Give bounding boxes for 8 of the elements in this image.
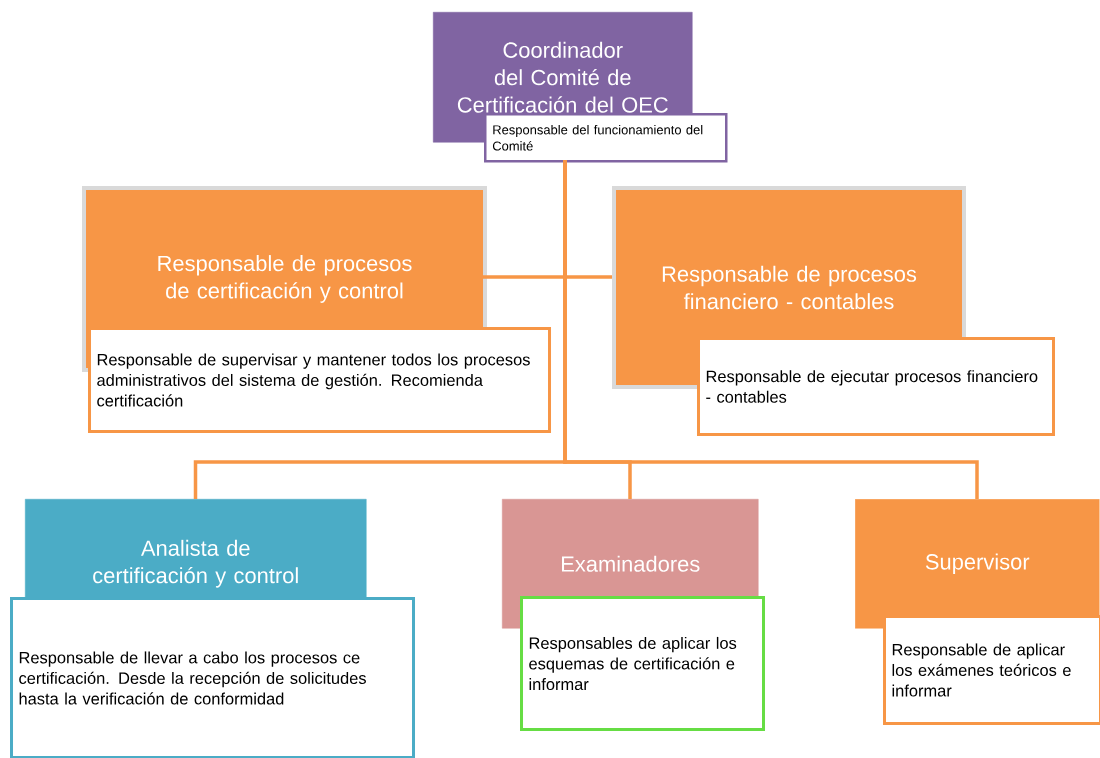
role-box: Supervisor — [855, 499, 1100, 629]
description-box: Responsable del funcionamiento del Comité — [484, 113, 728, 163]
description-box: Responsables de aplicar los esquemas de certificación e informar — [520, 596, 765, 731]
connector-line — [563, 160, 979, 499]
description-box: Responsable de ejecutar procesos financiero - contables — [697, 337, 1055, 436]
description-box: Responsable de llevar a cabo los procesos ce certificación. Desde la recepción de solicitudes hasta la verificación de conformidad — [10, 597, 415, 758]
description-box: Responsable de supervisar y mantener todos los procesos administrativos del sistema de gestión. Recomienda certificación — [88, 327, 551, 433]
description-box: Responsable de aplicar los exámenes teóricos e informar — [883, 615, 1100, 725]
